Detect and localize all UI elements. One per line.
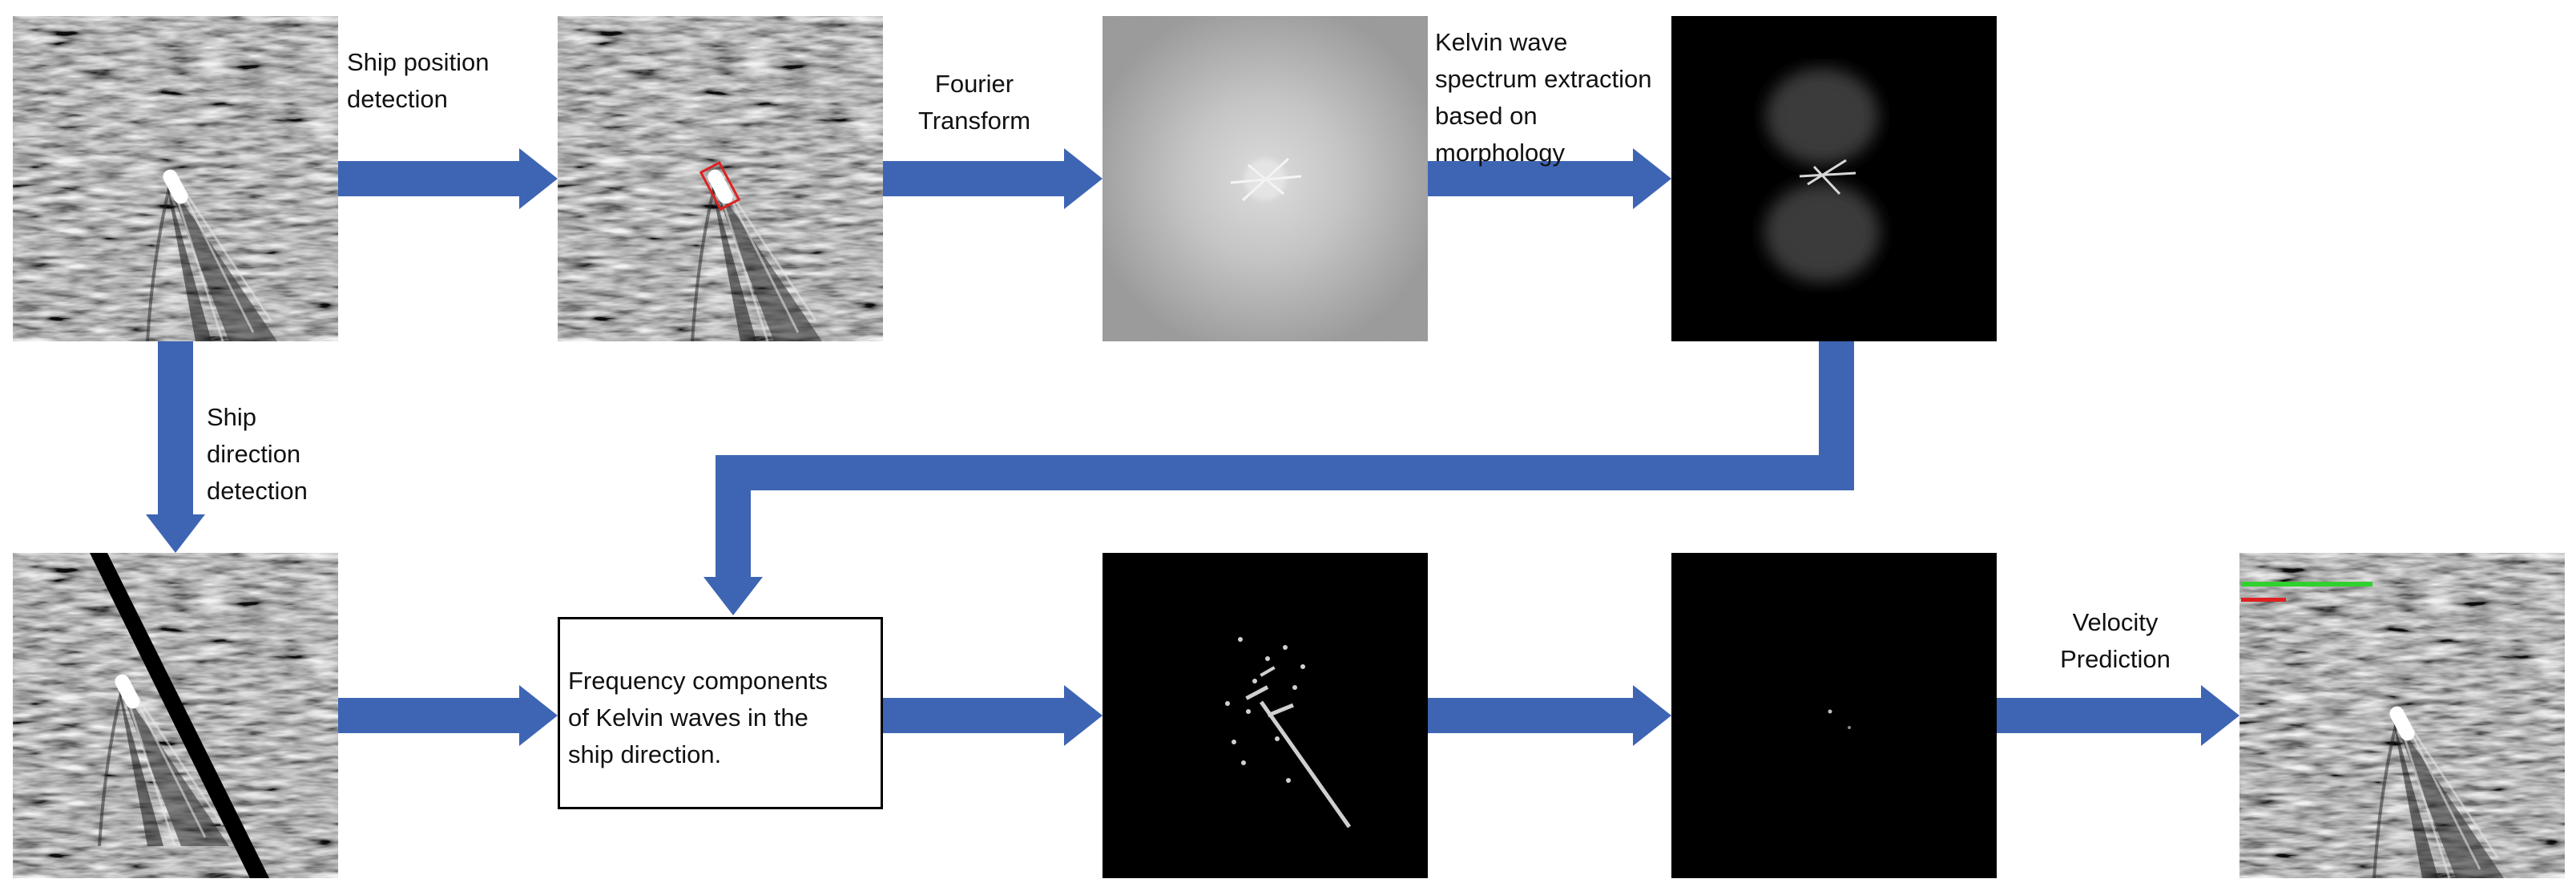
fourier-label: Fourier Transform	[917, 70, 1031, 135]
direction-components-image-icon	[1103, 553, 1428, 878]
sar-ship-detection-image-icon	[558, 16, 883, 341]
sar-direction-panel	[13, 553, 338, 878]
arrow-direction-to-box	[338, 685, 558, 746]
arrow-fourier	[883, 148, 1103, 209]
kelvin-extraction-label: Kelvin wave spectrum extraction based on…	[1435, 28, 1652, 167]
frequency-components-box: Frequency components of Kelvin waves in …	[558, 617, 883, 809]
sar-input-panel	[13, 16, 338, 341]
ship-position-label: Ship position detection	[347, 48, 490, 113]
arrow-components-to-points	[1428, 685, 1671, 746]
arrow-ship-position	[338, 148, 558, 209]
kelvin-spectrum-image-icon	[1671, 16, 1997, 341]
arrow-box-to-components	[883, 685, 1103, 746]
kelvin-spectrum-panel	[1671, 16, 1997, 341]
fourier-spectrum-image-icon	[1103, 16, 1428, 341]
sar-direction-line-image-icon	[13, 553, 338, 878]
fourier-spectrum-panel	[1103, 16, 1428, 341]
arrow-velocity	[1997, 685, 2239, 746]
filtered-points-image-icon	[1671, 553, 1997, 878]
ship-direction-label: Ship direction detection	[207, 403, 308, 505]
velocity-result-image-icon	[2239, 553, 2565, 878]
velocity-label: Velocity Prediction	[2060, 608, 2171, 673]
sar-ship-image-icon	[13, 16, 338, 341]
filtered-points-panel	[1671, 553, 1997, 878]
velocity-result-panel	[2239, 553, 2565, 878]
sar-detected-panel	[558, 16, 883, 341]
direction-components-panel	[1103, 553, 1428, 878]
arrow-ship-direction	[146, 341, 205, 553]
